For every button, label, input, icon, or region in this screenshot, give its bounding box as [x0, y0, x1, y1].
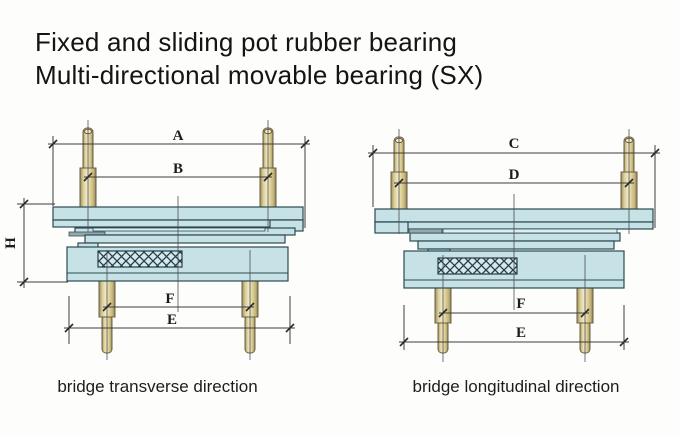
rubber-pad-hatch: [437, 257, 518, 275]
dim-label-a: A: [173, 128, 184, 144]
dimension-e-left: E: [64, 296, 295, 344]
dim-label-h: H: [3, 237, 19, 249]
sliding-plate: [409, 232, 621, 242]
dimension-a: A: [48, 128, 310, 228]
dim-label-e: E: [516, 325, 526, 341]
dimension-f-right: F: [438, 296, 590, 318]
rubber-pad-hatch: [97, 250, 183, 268]
dim-label-b: B: [173, 161, 183, 177]
stop-bar: [374, 221, 409, 234]
piston-plate: [417, 240, 615, 250]
centerlines: [398, 129, 630, 362]
dim-label-f: F: [165, 291, 174, 307]
right-bearing-diagram: C D F E: [368, 129, 660, 362]
wear-strip: [408, 228, 443, 234]
left-bearing-diagram: A B H F: [3, 120, 310, 360]
stainless-sheet: [442, 228, 618, 234]
dimension-d: D: [394, 167, 634, 188]
dimension-e-right: E: [399, 305, 629, 350]
dim-label-e: E: [167, 312, 177, 328]
dim-label-f: F: [516, 296, 525, 312]
caption-transverse: bridge transverse direction: [57, 377, 258, 396]
dim-label-d: D: [509, 167, 520, 183]
title-line-2: Multi-directional movable bearing (SX): [35, 60, 484, 90]
dimension-f-left: F: [102, 291, 255, 312]
dimension-c: C: [368, 136, 660, 228]
piston-plate: [84, 234, 286, 244]
caption-longitudinal: bridge longitudinal direction: [412, 377, 620, 396]
title-line-1: Fixed and sliding pot rubber bearing: [35, 27, 458, 57]
dimension-h: H: [3, 198, 68, 288]
page-title: Fixed and sliding pot rubber bearing Mul…: [35, 26, 483, 92]
dim-label-c: C: [509, 136, 520, 152]
dimension-b: B: [83, 161, 273, 182]
stainless-sheet: [92, 227, 266, 232]
